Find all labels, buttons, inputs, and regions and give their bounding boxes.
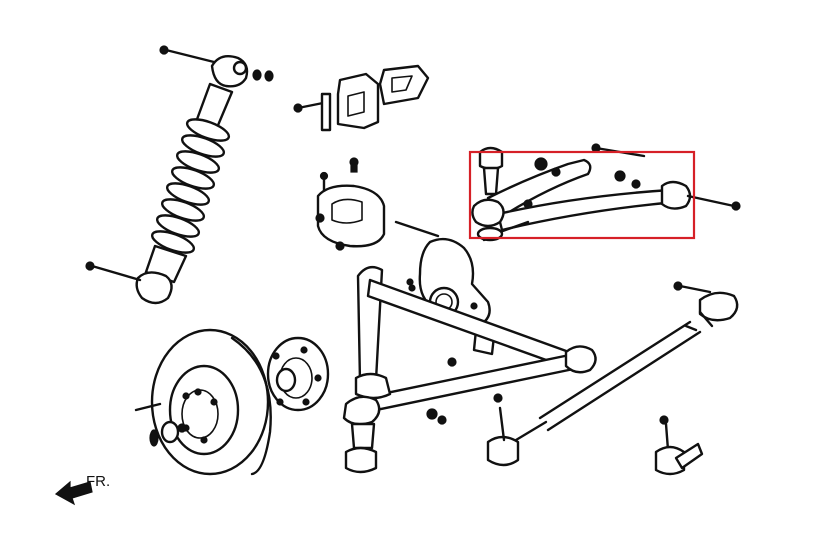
- highlight-frame: [468, 150, 696, 240]
- rotor-hat: [168, 364, 240, 456]
- shock-lower-eye: [135, 271, 173, 305]
- shock-lower-bolt: [90, 264, 142, 282]
- shock-washer: [264, 70, 274, 82]
- bracket-right: [378, 64, 430, 106]
- shock-top-bolt: [164, 48, 216, 64]
- front-direction-indicator: FR.: [54, 473, 110, 506]
- knuckle: [394, 220, 502, 356]
- front-arrow-icon: [54, 480, 93, 506]
- toe-link-ball-joint: [654, 415, 704, 476]
- hub-flange: [266, 336, 330, 412]
- brake-rotor: [134, 328, 272, 476]
- mount-block: [316, 184, 386, 248]
- upper-brackets: [293, 64, 430, 132]
- shock-top-bushing: [232, 60, 248, 76]
- bracket-plate: [320, 92, 332, 132]
- lower-ball-joint: [344, 446, 378, 474]
- lower-arm-outer-eye: [342, 395, 381, 426]
- lower-control-arm: [342, 265, 597, 474]
- shock-nut: [252, 69, 262, 81]
- upper-arm-bolt: [686, 194, 736, 208]
- coilover-shock: [85, 45, 274, 305]
- hub-center: [275, 367, 297, 393]
- toe-link: [486, 281, 739, 467]
- direction-label: FR.: [86, 473, 110, 490]
- upper-arm-inner-bushing: [660, 180, 692, 210]
- lower-ball-joint-stem: [350, 422, 376, 450]
- wheel-hub: [266, 336, 330, 412]
- upper-ball-joint-stem: [482, 166, 500, 196]
- shock-top-bolt-head: [159, 45, 169, 55]
- bracket-left: [336, 72, 380, 130]
- upper-control-arm: [471, 143, 741, 242]
- lower-arm-rear-link: [370, 350, 590, 412]
- lower-arm-inner-bushing: [564, 345, 597, 374]
- upper-arm-outer-eye: [471, 198, 505, 228]
- subframe-mount: [315, 157, 386, 251]
- coil-spring: [150, 118, 231, 254]
- toe-link-outer-end: [486, 435, 520, 467]
- shock-lower-bolt-head: [85, 261, 95, 271]
- toe-link-inner-eye: [698, 291, 739, 322]
